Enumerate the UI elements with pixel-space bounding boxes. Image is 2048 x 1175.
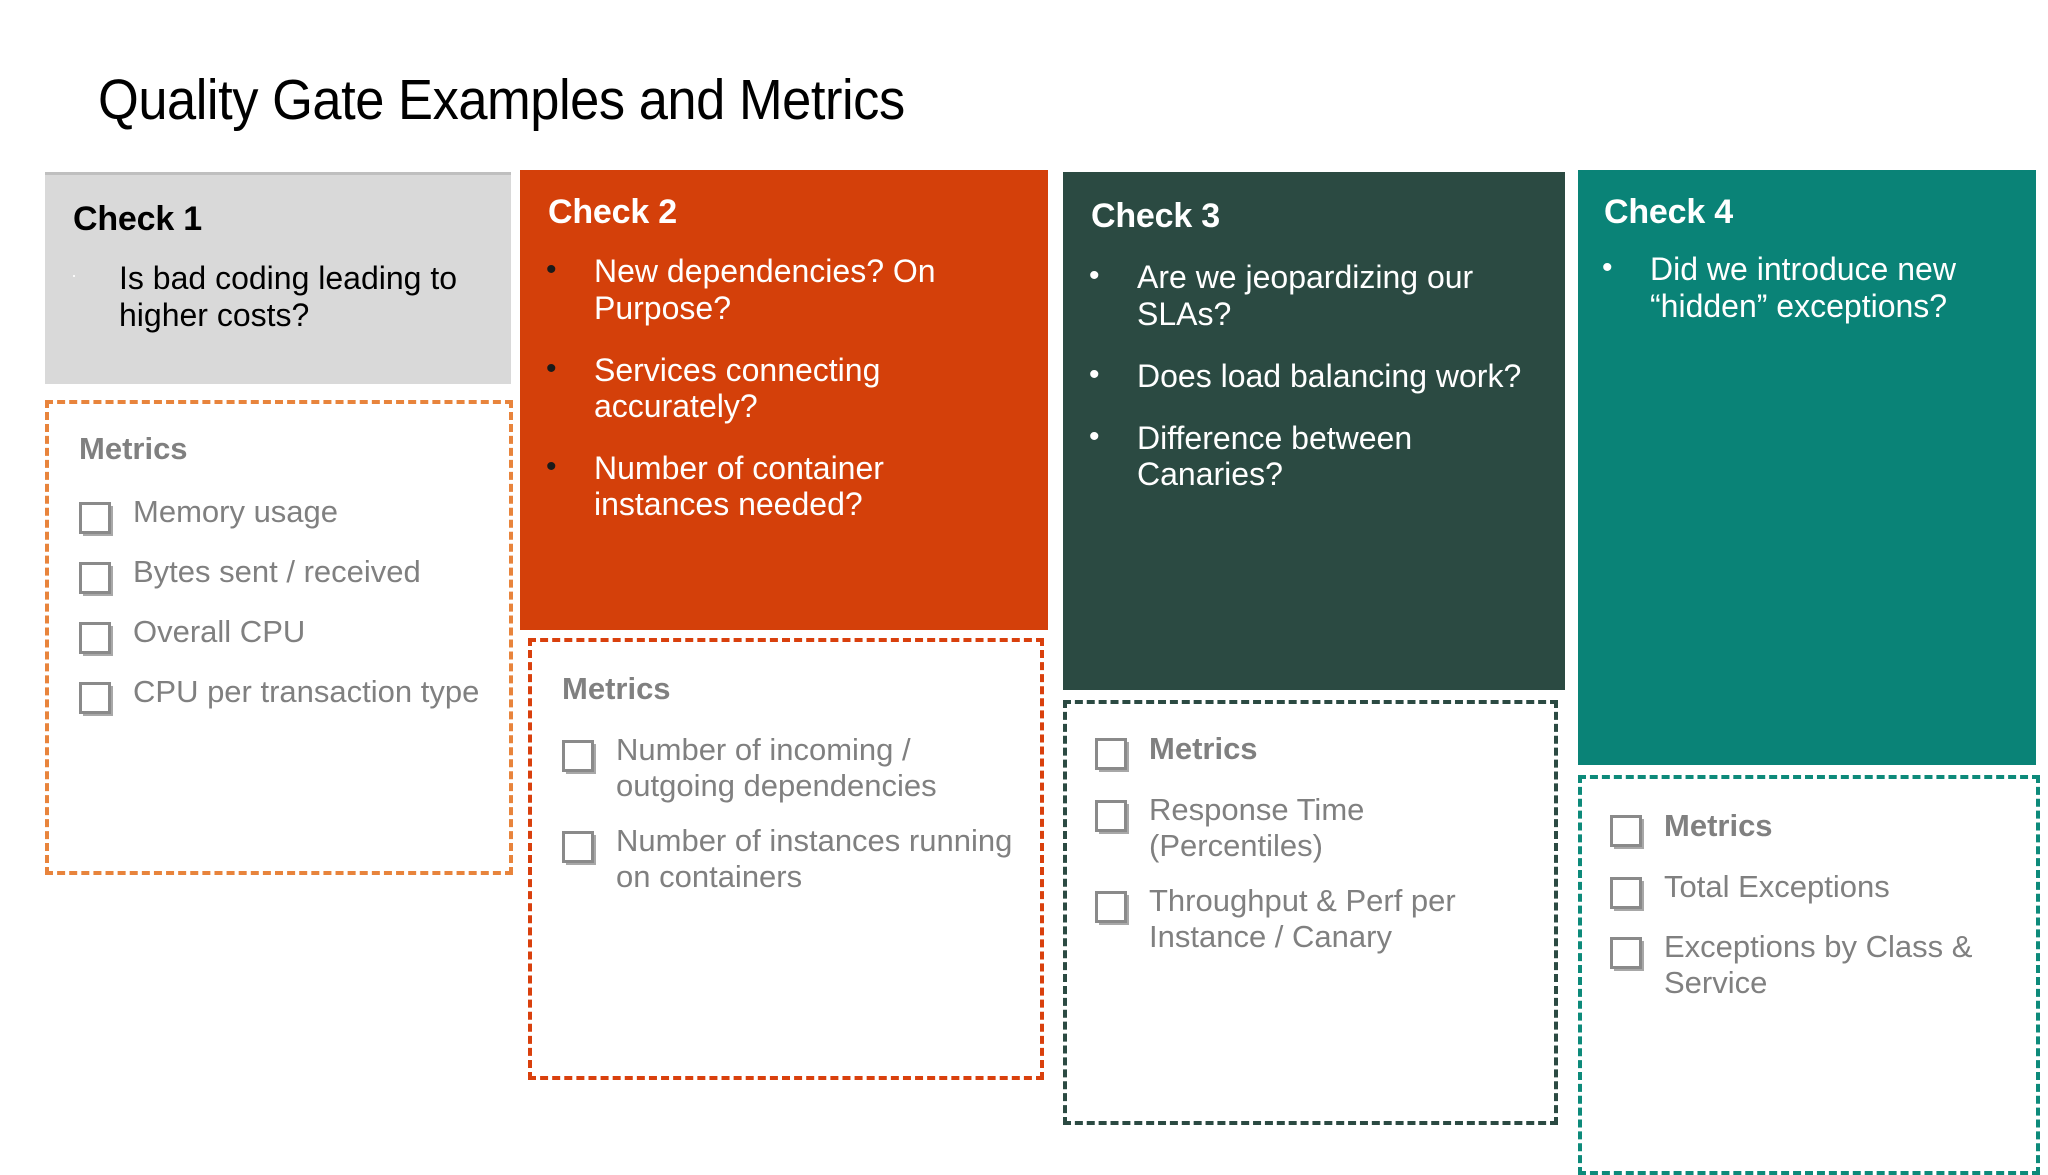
metrics-item-label: Throughput & Perf per Instance / Canary	[1149, 883, 1456, 954]
check-card-4-list: • Did we introduce new “hidden” exceptio…	[1578, 231, 2036, 323]
metrics-item[interactable]: CPU per transaction type	[79, 674, 489, 715]
list-item-label: Did we introduce new “hidden” exceptions…	[1650, 251, 1956, 324]
check-card-1: Check 1 · Is bad coding leading to highe…	[45, 172, 511, 384]
list-item: • Services connecting accurately?	[546, 352, 1024, 424]
checkbox-icon[interactable]	[79, 502, 111, 535]
check-card-2-title: Check 2	[548, 193, 678, 231]
metrics-item[interactable]: Number of incoming / outgoing dependenci…	[562, 732, 1026, 803]
metrics-heading-2: Metrics	[532, 642, 1040, 706]
metrics-list-4: Total Exceptions Exceptions by Class & S…	[1582, 847, 2036, 1000]
metrics-item[interactable]: Memory usage	[79, 494, 489, 535]
checkbox-icon[interactable]	[1095, 738, 1127, 770]
metrics-list-3: Response Time (Percentiles) Throughput &…	[1067, 770, 1554, 955]
metrics-item-label: Bytes sent / received	[133, 554, 421, 590]
metrics-item[interactable]: Exceptions by Class & Service	[1610, 929, 2022, 1000]
checkbox-icon[interactable]	[1610, 937, 1642, 969]
metrics-panel-2: Metrics Number of incoming / outgoing de…	[528, 638, 1044, 1080]
checkbox-icon[interactable]	[1095, 800, 1127, 832]
metrics-heading-label: Metrics	[1664, 808, 1773, 843]
metrics-heading-1: Metrics	[49, 404, 509, 466]
list-item: • Are we jeopardizing our SLAs?	[1089, 259, 1547, 331]
metrics-heading-label: Metrics	[1149, 731, 1258, 766]
check-card-4-title: Check 4	[1604, 193, 1734, 231]
metrics-heading-3: Metrics	[1067, 704, 1554, 770]
bullet-icon: •	[546, 351, 557, 385]
metrics-panel-3: Metrics Response Time (Percentiles) Thro…	[1063, 700, 1558, 1125]
bullet-icon: ·	[71, 265, 77, 286]
list-item: • New dependencies? On Purpose?	[546, 253, 1024, 325]
check-card-3-title: Check 3	[1091, 197, 1221, 235]
metrics-heading-label: Metrics	[79, 431, 188, 466]
bullet-icon: •	[546, 450, 557, 484]
list-item-label: New dependencies? On Purpose?	[594, 253, 936, 326]
metrics-list-1: Memory usage Bytes sent / received Overa…	[49, 466, 509, 715]
metrics-panel-4: Metrics Total Exceptions Exceptions by C…	[1578, 775, 2040, 1175]
checkbox-icon[interactable]	[562, 740, 594, 773]
bullet-icon: •	[546, 253, 557, 287]
list-item: • Number of container instances needed?	[546, 450, 1024, 522]
checkbox-icon[interactable]	[79, 682, 111, 715]
checkbox-icon[interactable]	[1610, 815, 1642, 847]
list-item-label: Is bad coding leading to higher costs?	[119, 260, 458, 333]
checkbox-icon[interactable]	[1095, 891, 1127, 924]
bullet-icon: •	[1089, 419, 1100, 453]
list-item: • Does load balancing work?	[1089, 358, 1547, 394]
list-item: • Difference between Canaries?	[1089, 420, 1547, 492]
bullet-icon: •	[1089, 357, 1100, 391]
metrics-panel-1: Metrics Memory usage Bytes sent / receiv…	[45, 400, 513, 875]
metrics-item-label: Response Time (Percentiles)	[1149, 792, 1365, 863]
metrics-item[interactable]: Bytes sent / received	[79, 554, 489, 595]
checkbox-icon[interactable]	[562, 831, 594, 864]
metrics-item[interactable]: Throughput & Perf per Instance / Canary	[1095, 883, 1540, 954]
list-item-label: Number of container instances needed?	[594, 450, 884, 523]
bullet-icon: •	[1602, 251, 1613, 285]
metrics-item[interactable]: Total Exceptions	[1610, 869, 2022, 909]
metrics-item-label: CPU per transaction type	[133, 674, 480, 710]
metrics-heading-4: Metrics	[1582, 779, 2036, 847]
metrics-item[interactable]: Response Time (Percentiles)	[1095, 792, 1540, 863]
metrics-item[interactable]: Overall CPU	[79, 614, 489, 655]
metrics-item-label: Number of incoming / outgoing dependenci…	[616, 732, 937, 803]
check-card-2: Check 2 • New dependencies? On Purpose? …	[520, 170, 1048, 630]
metrics-item-label: Total Exceptions	[1664, 869, 1890, 904]
list-item-label: Does load balancing work?	[1137, 357, 1522, 394]
list-item-label: Services connecting accurately?	[594, 351, 881, 424]
list-item: • Did we introduce new “hidden” exceptio…	[1602, 251, 2018, 323]
checkbox-icon[interactable]	[1610, 877, 1642, 909]
metrics-list-2: Number of incoming / outgoing dependenci…	[532, 706, 1040, 895]
metrics-heading-label: Metrics	[562, 671, 671, 706]
check-card-1-list: · Is bad coding leading to higher costs?	[45, 238, 511, 332]
metrics-item-label: Memory usage	[133, 494, 339, 530]
list-item: · Is bad coding leading to higher costs?	[71, 260, 485, 332]
check-card-2-list: • New dependencies? On Purpose? • Servic…	[520, 231, 1048, 522]
check-card-3-list: • Are we jeopardizing our SLAs? • Does l…	[1063, 235, 1565, 492]
list-item-label: Are we jeopardizing our SLAs?	[1137, 259, 1474, 332]
metrics-item[interactable]: Number of instances running on container…	[562, 823, 1026, 894]
metrics-item-label: Overall CPU	[133, 614, 306, 650]
checkbox-icon[interactable]	[79, 562, 111, 595]
check-card-3: Check 3 • Are we jeopardizing our SLAs? …	[1063, 172, 1565, 690]
metrics-item-label: Exceptions by Class & Service	[1664, 929, 1973, 1000]
check-card-1-title: Check 1	[73, 200, 203, 238]
check-card-4: Check 4 • Did we introduce new “hidden” …	[1578, 170, 2036, 765]
checkbox-icon[interactable]	[79, 622, 111, 655]
bullet-icon: •	[1089, 259, 1100, 293]
list-item-label: Difference between Canaries?	[1137, 419, 1413, 493]
page-title: Quality Gate Examples and Metrics	[98, 68, 905, 132]
metrics-item-label: Number of instances running on container…	[616, 823, 1013, 895]
